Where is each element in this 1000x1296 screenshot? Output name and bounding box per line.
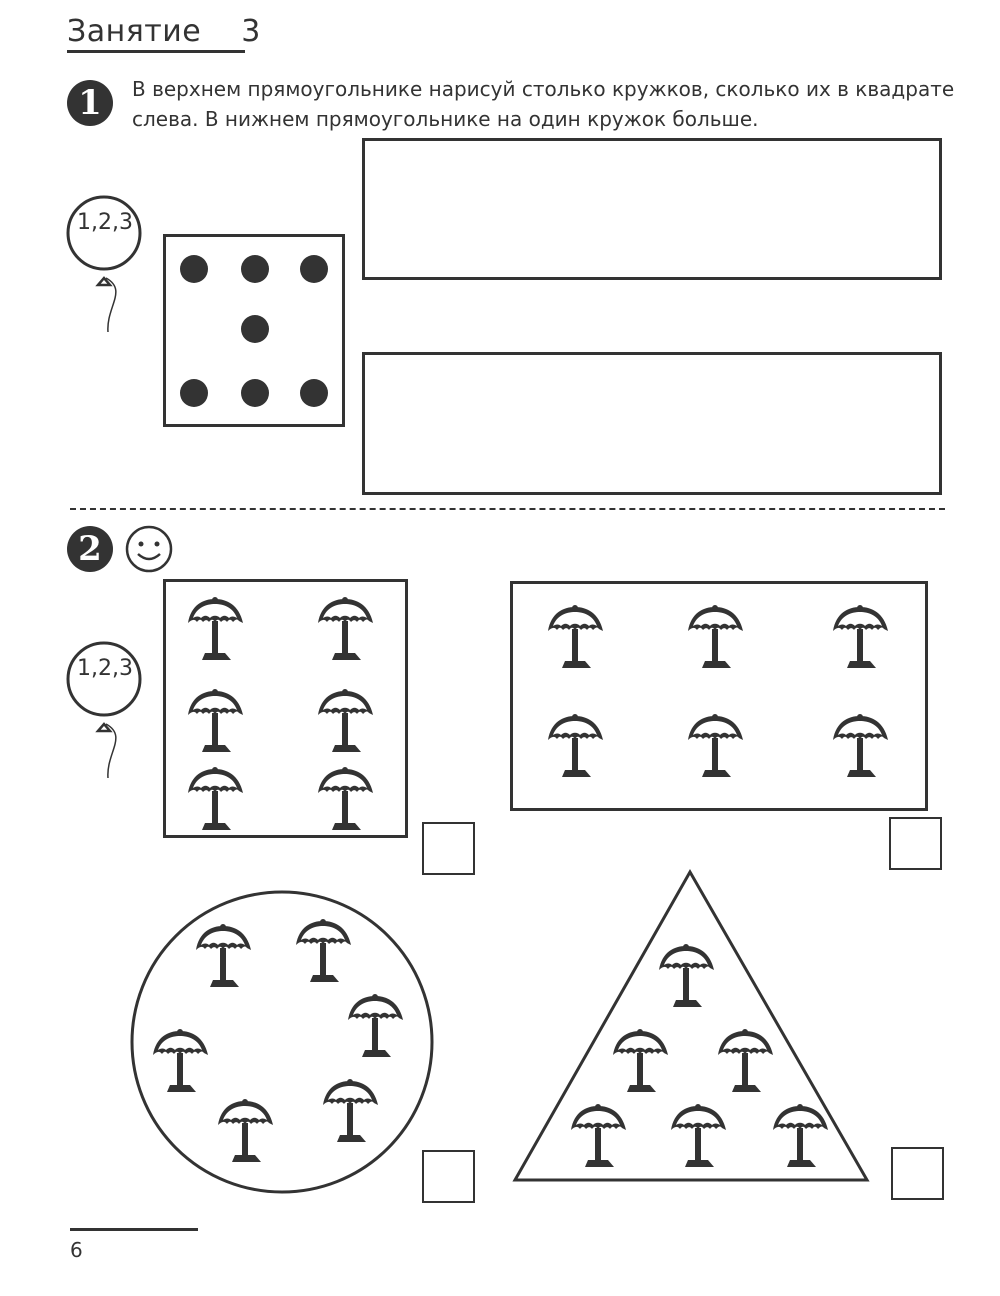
task2-number-badge: 2 — [67, 526, 113, 572]
dot — [241, 315, 269, 343]
umbrella-icon — [296, 919, 351, 982]
lower-drawing-rectangle[interactable] — [362, 352, 942, 495]
dot — [180, 379, 208, 407]
counting-balloon-icon: 1,2,3 — [66, 192, 146, 333]
umbrella-icon — [348, 994, 403, 1057]
counting-balloon-icon: 1,2,3 — [66, 638, 146, 779]
lesson-title-text: Занятие — [67, 14, 202, 49]
umbrella-icon — [188, 767, 243, 830]
umbrella-square — [163, 579, 408, 838]
umbrella-icon — [318, 767, 373, 830]
umbrella-icon — [688, 605, 743, 668]
lesson-number: 3 — [241, 14, 261, 49]
umbrella-icon — [773, 1104, 828, 1167]
umbrella-icon — [548, 605, 603, 668]
umbrella-icon — [671, 1104, 726, 1167]
umbrella-icon — [318, 597, 373, 660]
dot — [300, 255, 328, 283]
dots-square — [163, 234, 345, 427]
umbrella-icon — [196, 924, 251, 987]
umbrella-icon — [188, 689, 243, 752]
dot — [180, 255, 208, 283]
dot — [241, 255, 269, 283]
smiley-icon — [124, 524, 174, 574]
umbrella-triangle — [512, 868, 870, 1182]
umbrella-icon — [688, 714, 743, 777]
umbrella-icon — [833, 714, 888, 777]
umbrella-icon — [571, 1104, 626, 1167]
footer-line — [70, 1228, 198, 1231]
answer-box-triangle[interactable] — [891, 1147, 944, 1200]
umbrella-icon — [323, 1079, 378, 1142]
upper-drawing-rectangle[interactable] — [362, 138, 942, 280]
umbrella-icon — [548, 714, 603, 777]
umbrella-circle — [130, 890, 434, 1194]
umbrella-icon — [318, 689, 373, 752]
umbrella-icon — [833, 605, 888, 668]
answer-box-square[interactable] — [422, 822, 475, 875]
umbrella-rectangle — [510, 581, 928, 811]
dot — [241, 379, 269, 407]
section-divider — [70, 508, 945, 510]
dot — [300, 379, 328, 407]
balloon-label: 1,2,3 — [77, 210, 133, 235]
page-number: 6 — [70, 1238, 83, 1262]
umbrella-icon — [659, 944, 714, 1007]
umbrella-icon — [718, 1029, 773, 1092]
lesson-title: Занятие 3 — [67, 14, 261, 49]
balloon-label: 1,2,3 — [77, 656, 133, 681]
task1-instructions: В верхнем прямоугольнике нарисуй столько… — [132, 77, 955, 131]
answer-box-circle[interactable] — [422, 1150, 475, 1203]
task1-number-badge: 1 — [67, 80, 113, 126]
umbrella-icon — [218, 1099, 273, 1162]
umbrella-icon — [188, 597, 243, 660]
title-underline — [67, 50, 245, 53]
umbrella-icon — [613, 1029, 668, 1092]
answer-box-rectangle[interactable] — [889, 817, 942, 870]
umbrella-icon — [153, 1029, 208, 1092]
